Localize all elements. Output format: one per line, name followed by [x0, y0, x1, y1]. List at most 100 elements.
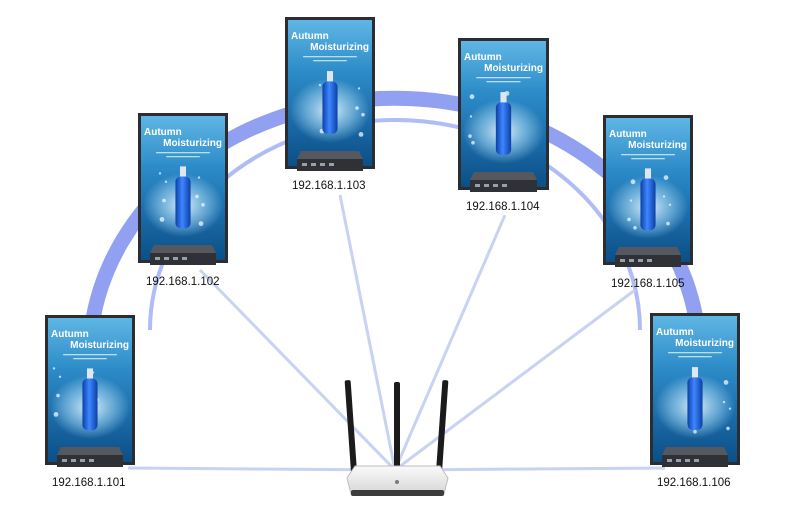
poster-title-line1: Autumn — [144, 127, 182, 138]
bubble-icon — [633, 226, 637, 230]
bottle-icon — [82, 378, 98, 431]
media-box-top — [615, 247, 681, 255]
port-icon — [311, 163, 316, 166]
media-box-top — [470, 172, 537, 180]
bubble-icon — [469, 115, 473, 118]
port-icon — [676, 459, 681, 462]
ip-label-101: 192.168.1.101 — [52, 477, 126, 489]
bubble-icon — [662, 195, 666, 198]
bottle-cap — [691, 367, 699, 379]
port-icon — [493, 184, 498, 187]
bottle-cap — [644, 168, 652, 180]
bottle-cap — [500, 92, 507, 104]
ip-label-103: 192.168.1.103 — [292, 180, 366, 192]
bottle-icon — [322, 81, 338, 134]
poster-title-line2: Moisturizing — [675, 338, 734, 349]
bubble-icon — [663, 175, 669, 181]
port-icon — [89, 459, 94, 462]
poster-subtitle-line — [156, 152, 210, 154]
poster-subtitle-line — [73, 358, 107, 360]
link-102 — [198, 268, 397, 472]
poster-subtitle-line — [631, 158, 665, 160]
poster-title-line1: Autumn — [291, 31, 329, 42]
port-icon — [80, 459, 85, 462]
bubble-icon — [357, 87, 361, 90]
poster-title-line1: Autumn — [609, 129, 647, 140]
poster-title-line2: Moisturizing — [484, 63, 543, 74]
bottle-cap — [179, 166, 187, 178]
bubble-icon — [693, 429, 697, 434]
bubble-icon — [201, 203, 205, 207]
poster-title-line1: Autumn — [464, 52, 502, 63]
bubble-icon — [56, 393, 60, 398]
poster-title-line2: Moisturizing — [628, 140, 687, 151]
port-icon — [182, 257, 187, 260]
connection-lines — [127, 194, 666, 472]
port-icon — [173, 257, 178, 260]
bottle-cap — [86, 368, 94, 380]
bubble-icon — [195, 194, 199, 199]
media-box-top — [150, 245, 216, 253]
bubble-icon — [728, 407, 732, 410]
bubble-icon — [630, 179, 636, 185]
link-105 — [394, 288, 636, 472]
bubble-icon — [355, 106, 359, 110]
bubble-icon — [722, 400, 726, 404]
poster-subtitle-line — [476, 77, 531, 79]
poster-subtitle-line — [63, 354, 117, 356]
poster-subtitle-line — [621, 154, 675, 156]
bubble-icon — [471, 140, 475, 145]
poster-title-line1: Autumn — [51, 329, 89, 340]
ip-label-102: 192.168.1.102 — [146, 276, 220, 288]
ip-label-105: 192.168.1.105 — [611, 278, 685, 290]
bubble-icon — [198, 221, 204, 227]
bubble-icon — [53, 412, 59, 417]
poster-title-line2: Moisturizing — [163, 138, 222, 149]
bottle-icon — [175, 176, 191, 229]
bubble-icon — [164, 180, 168, 183]
port-icon — [629, 259, 634, 262]
bubble-icon — [159, 217, 165, 222]
bubble-icon — [197, 176, 201, 179]
port-icon — [475, 184, 480, 187]
bubble-icon — [468, 134, 472, 138]
bottle-cap — [326, 71, 334, 83]
port-icon — [484, 184, 489, 187]
bottle-icon — [687, 377, 703, 430]
media-box-top — [297, 151, 363, 159]
bubble-icon — [361, 112, 365, 117]
poster-title-line2: Moisturizing — [70, 340, 129, 351]
port-icon — [302, 163, 307, 166]
poster-subtitle-line — [166, 156, 200, 158]
bubble-icon — [318, 83, 322, 87]
bubble-icon — [726, 426, 730, 431]
port-icon — [685, 459, 690, 462]
port-icon — [502, 184, 507, 187]
port-icon — [667, 459, 672, 462]
port-icon — [620, 259, 625, 262]
wifi-router-icon — [344, 380, 449, 496]
bubble-icon — [58, 375, 62, 378]
ip-label-106: 192.168.1.106 — [657, 477, 731, 489]
poster-subtitle-line — [486, 81, 521, 83]
port-icon — [638, 259, 643, 262]
bottle-icon — [640, 178, 656, 231]
bottle-icon — [495, 102, 512, 155]
bubble-icon — [627, 217, 631, 222]
poster-title-line1: Autumn — [656, 327, 694, 338]
port-icon — [62, 459, 67, 462]
poster-subtitle-line — [303, 56, 357, 58]
port-icon — [71, 459, 76, 462]
media-box-top — [662, 447, 728, 455]
bubble-icon — [723, 380, 729, 385]
signage-screens: AutumnMoisturizingAutumnMoisturizingAutu… — [45, 17, 740, 467]
bubble-icon — [666, 221, 670, 226]
port-icon — [694, 459, 699, 462]
link-103 — [338, 194, 397, 471]
ip-label-104: 192.168.1.104 — [466, 201, 540, 213]
